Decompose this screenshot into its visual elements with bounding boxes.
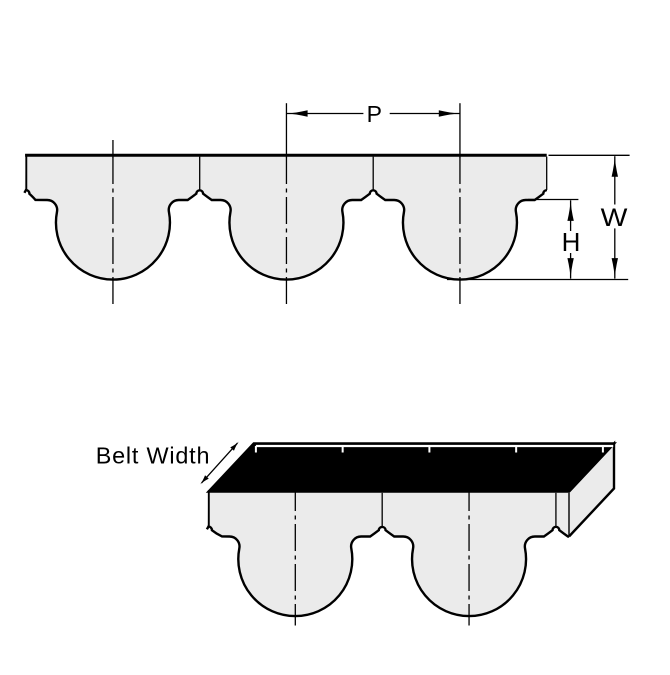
svg-text:W: W xyxy=(601,204,628,232)
svg-text:H: H xyxy=(562,227,581,257)
svg-text:P: P xyxy=(367,101,382,127)
svg-text:Belt Width: Belt Width xyxy=(96,442,211,468)
